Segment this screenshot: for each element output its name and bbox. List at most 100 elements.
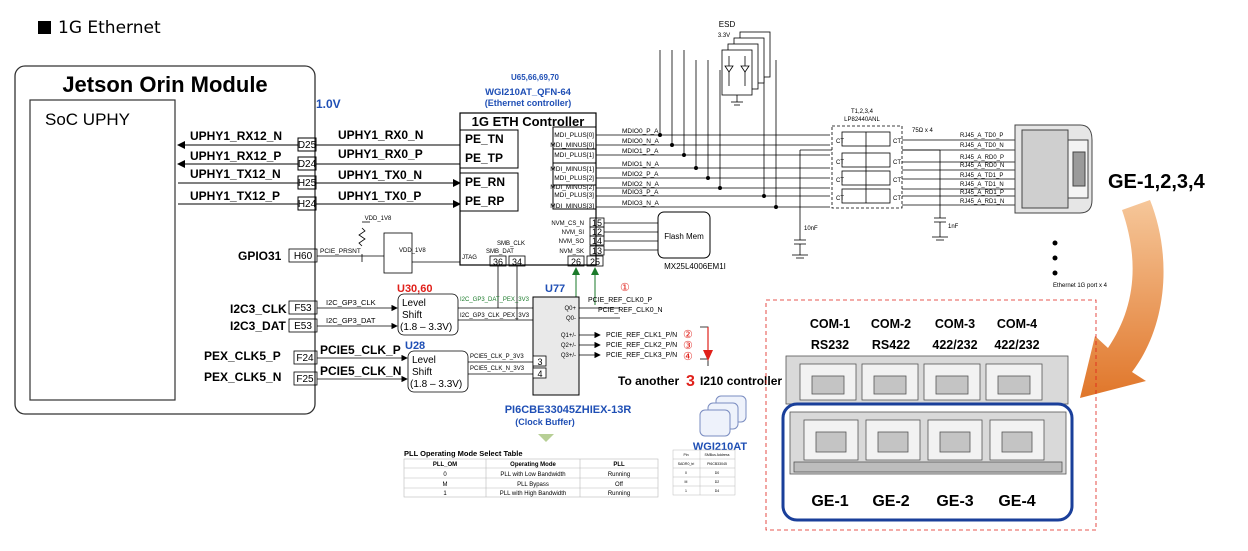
i2c-signal: I2C3_DAT <box>230 319 286 333</box>
clock-net: PCIE_REF_CLK3_P/N <box>606 352 677 359</box>
ct-label: CT <box>836 160 844 166</box>
pll-header: Operating Mode <box>510 462 556 468</box>
com-label: COM-4 <box>997 317 1037 331</box>
mdi-pin: MDI_PLUS[2] <box>554 175 594 182</box>
soc-signal: UPHY1_RX12_N <box>190 129 282 143</box>
orange-arrow <box>1080 200 1164 398</box>
gpio-net: PCIE_PRSNT <box>320 248 361 255</box>
i2c-out-net: I2C_GP3_CLK_PEX_3V3 <box>460 313 530 319</box>
flash-part: MX25L4006EM1I <box>664 262 726 271</box>
small-table-cell: M <box>685 480 688 484</box>
mdi-pin: MDI_MINUS[0] <box>550 142 594 149</box>
module-title: Jetson Orin Module <box>62 72 267 97</box>
small-table-cell: D2 <box>715 480 720 484</box>
com-label: COM-1 <box>810 317 850 331</box>
gpio-label: GPIO31 <box>238 249 282 263</box>
ct-label: CT <box>893 139 901 145</box>
pll-cell: 0 <box>443 472 447 478</box>
level-shift-text: Shift <box>402 310 422 321</box>
com-type: RS422 <box>872 338 910 352</box>
pex-net: PCIE5_CLK_N <box>320 364 401 378</box>
i2c-net: I2C_GP3_DAT <box>326 316 376 325</box>
mdi-net: MDIO0_P_A <box>622 128 659 135</box>
rj45-net: RJ45_A_TD0_N <box>960 143 1004 149</box>
rj45-net: RJ45_A_TD1_N <box>960 182 1004 188</box>
magnetics-transformers <box>831 125 903 209</box>
rj45-side-view <box>1014 124 1093 214</box>
smb-num: 36 <box>493 257 503 267</box>
nvm-pin: NVM_CS_N <box>551 221 584 227</box>
gpio-pin: H60 <box>294 251 313 262</box>
pll-cell: PLL with Low Bandwidth <box>500 472 565 478</box>
voltage-label: 1.0V <box>316 97 341 111</box>
level-shift-text: (1.8 – 3.3V) <box>410 379 462 390</box>
magnetics-part: LP82440ANL <box>844 117 880 123</box>
clock-in-pin: 4 <box>537 369 542 379</box>
esd-rail: 3.3V <box>718 33 730 39</box>
nvm-num: 13 <box>592 246 602 256</box>
soc-signal: UPHY1_RX12_P <box>190 149 281 163</box>
mdi-pin: MDI_MINUS[3] <box>550 203 594 210</box>
another-chip-label: WGI210AT <box>693 441 747 453</box>
clock-net: PCIE_REF_CLK0_N <box>598 307 663 314</box>
pll-cell: Running <box>608 472 630 478</box>
nvm-num: 14 <box>592 236 602 246</box>
com-type: 422/232 <box>994 338 1039 352</box>
rj45-net: RJ45_A_RD0_N <box>960 163 1004 169</box>
pex-signal: PEX_CLK5_P <box>204 349 281 363</box>
small-table-cell: 1 <box>685 489 687 493</box>
red-down-arrow-icon <box>703 350 713 361</box>
mdi-pin: MDI_PLUS[1] <box>554 152 594 159</box>
ct-label: CT <box>836 178 844 184</box>
controller-desc: (Ethernet controller) <box>485 98 572 108</box>
mdi-net: MDIO2_N_A <box>622 181 660 188</box>
more-ports-dots <box>1052 240 1058 276</box>
small-table-cell: 0 <box>685 471 687 475</box>
soc-signal: UPHY1_TX12_P <box>190 189 280 203</box>
clock-net: PCIE_REF_CLK1_P/N <box>606 332 677 339</box>
controller-pin: PE_TP <box>465 151 503 165</box>
level-shift-pex-ref: U28 <box>405 340 425 352</box>
soc-label: SoC UPHY <box>45 110 130 129</box>
down-triangle-icon <box>538 434 554 442</box>
clock-marker: ② <box>683 329 693 341</box>
controller-part: WGI210AT_QFN-64 <box>485 87 572 98</box>
clk-num: 26 <box>571 257 581 267</box>
pex-pin: F25 <box>296 374 314 385</box>
ge-label: GE-1,2,3,4 <box>1108 171 1206 193</box>
clock-marker: ① <box>620 282 630 294</box>
clock-pin: Q1+/- <box>561 333 576 339</box>
ge-port-label: GE-1 <box>811 493 848 510</box>
level-shift-text: (1.8 – 3.3V) <box>400 322 452 333</box>
nvm-num: 12 <box>592 227 602 237</box>
connector-frame <box>765 299 1097 531</box>
ge-port-label: GE-4 <box>998 493 1035 510</box>
controller-title: 1G ETH Controller <box>472 114 585 129</box>
soc-box <box>29 99 176 401</box>
clock-pin: Q0+ <box>564 306 576 312</box>
vdd-label: VDD_1V8 <box>365 216 392 222</box>
pll-table-title: PLL Operating Mode Select Table <box>404 449 523 458</box>
rj45-net: RJ45_A_RD1_P <box>960 190 1004 196</box>
esd-diode-array <box>721 31 771 106</box>
clock-buffer-ref: U77 <box>545 283 565 295</box>
nvm-pin: NVM_SO <box>559 239 585 245</box>
com-port-row <box>785 355 1069 405</box>
rj45-net: RJ45_A_RD1_N <box>960 199 1004 205</box>
ge-port-row <box>789 411 1067 475</box>
clock-pin: Q3+/- <box>561 353 576 359</box>
nvm-pin: NVM_SI <box>562 230 585 236</box>
ge-port-label: GE-2 <box>872 493 909 510</box>
esd-label: ESD <box>719 20 736 29</box>
controller-pin: PE_RN <box>465 175 505 189</box>
smb-dat-label: SMB_DAT <box>486 249 514 255</box>
mdi-pin: MDI_MINUS[1] <box>550 166 594 173</box>
wgi-chip-stack-icon <box>699 395 747 437</box>
soc-pin: D24 <box>298 159 317 170</box>
level-shift-text: Level <box>412 355 436 366</box>
small-table-header: Pin <box>683 453 688 457</box>
mdi-pin: MDI_MINUS[2] <box>550 184 594 191</box>
rj45-net: RJ45_A_RD0_P <box>960 155 1004 161</box>
i2c-out-net: I2C_GP3_DAT_PEX_3V3 <box>460 297 530 303</box>
mdi-net: MDIO3_N_A <box>622 200 660 207</box>
